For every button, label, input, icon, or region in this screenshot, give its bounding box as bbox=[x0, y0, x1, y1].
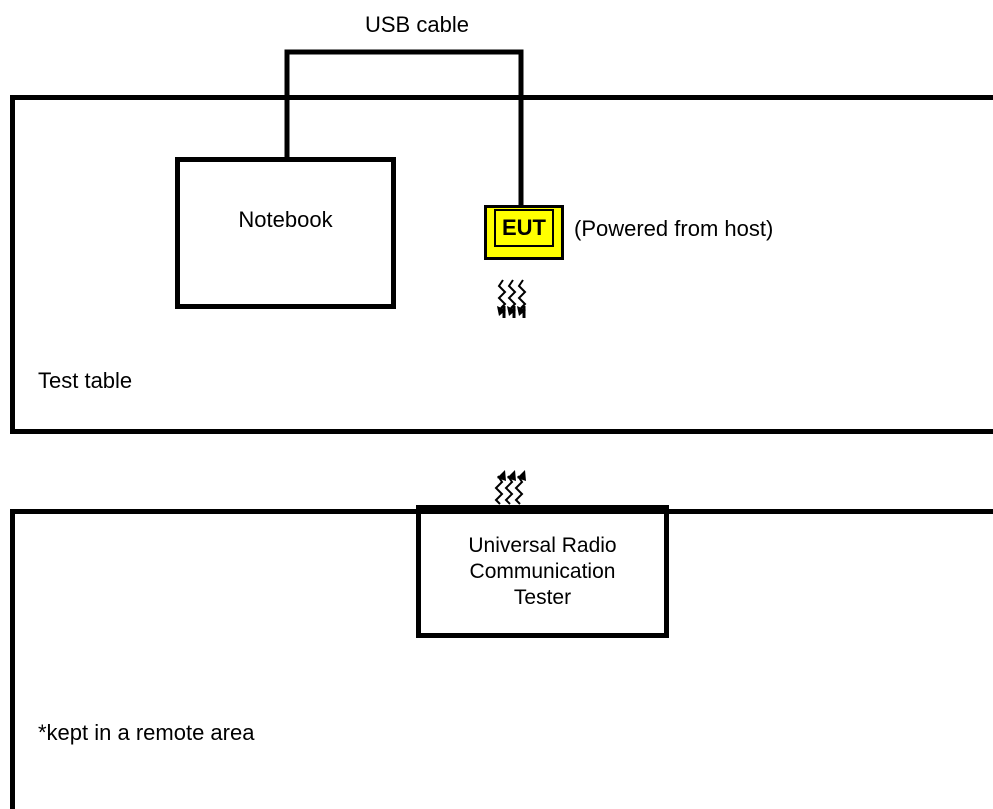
radio-waves-up-icon bbox=[494, 470, 526, 505]
notebook-label: Notebook bbox=[238, 207, 333, 232]
test-table-area bbox=[10, 95, 993, 434]
remote-area bbox=[10, 509, 993, 809]
universal-radio-tester-box: Universal Radio Communication Tester bbox=[416, 505, 669, 638]
remote-area-label: *kept in a remote area bbox=[38, 720, 255, 745]
powered-from-host-label: (Powered from host) bbox=[574, 216, 774, 241]
notebook-box: Notebook bbox=[175, 157, 396, 309]
eut-box: EUT bbox=[484, 205, 564, 260]
usb-cable-label: USB cable bbox=[365, 12, 469, 37]
tester-label: Universal Radio Communication Tester bbox=[468, 533, 617, 609]
eut-label: EUT bbox=[494, 208, 554, 247]
test-table-label: Test table bbox=[38, 368, 133, 393]
